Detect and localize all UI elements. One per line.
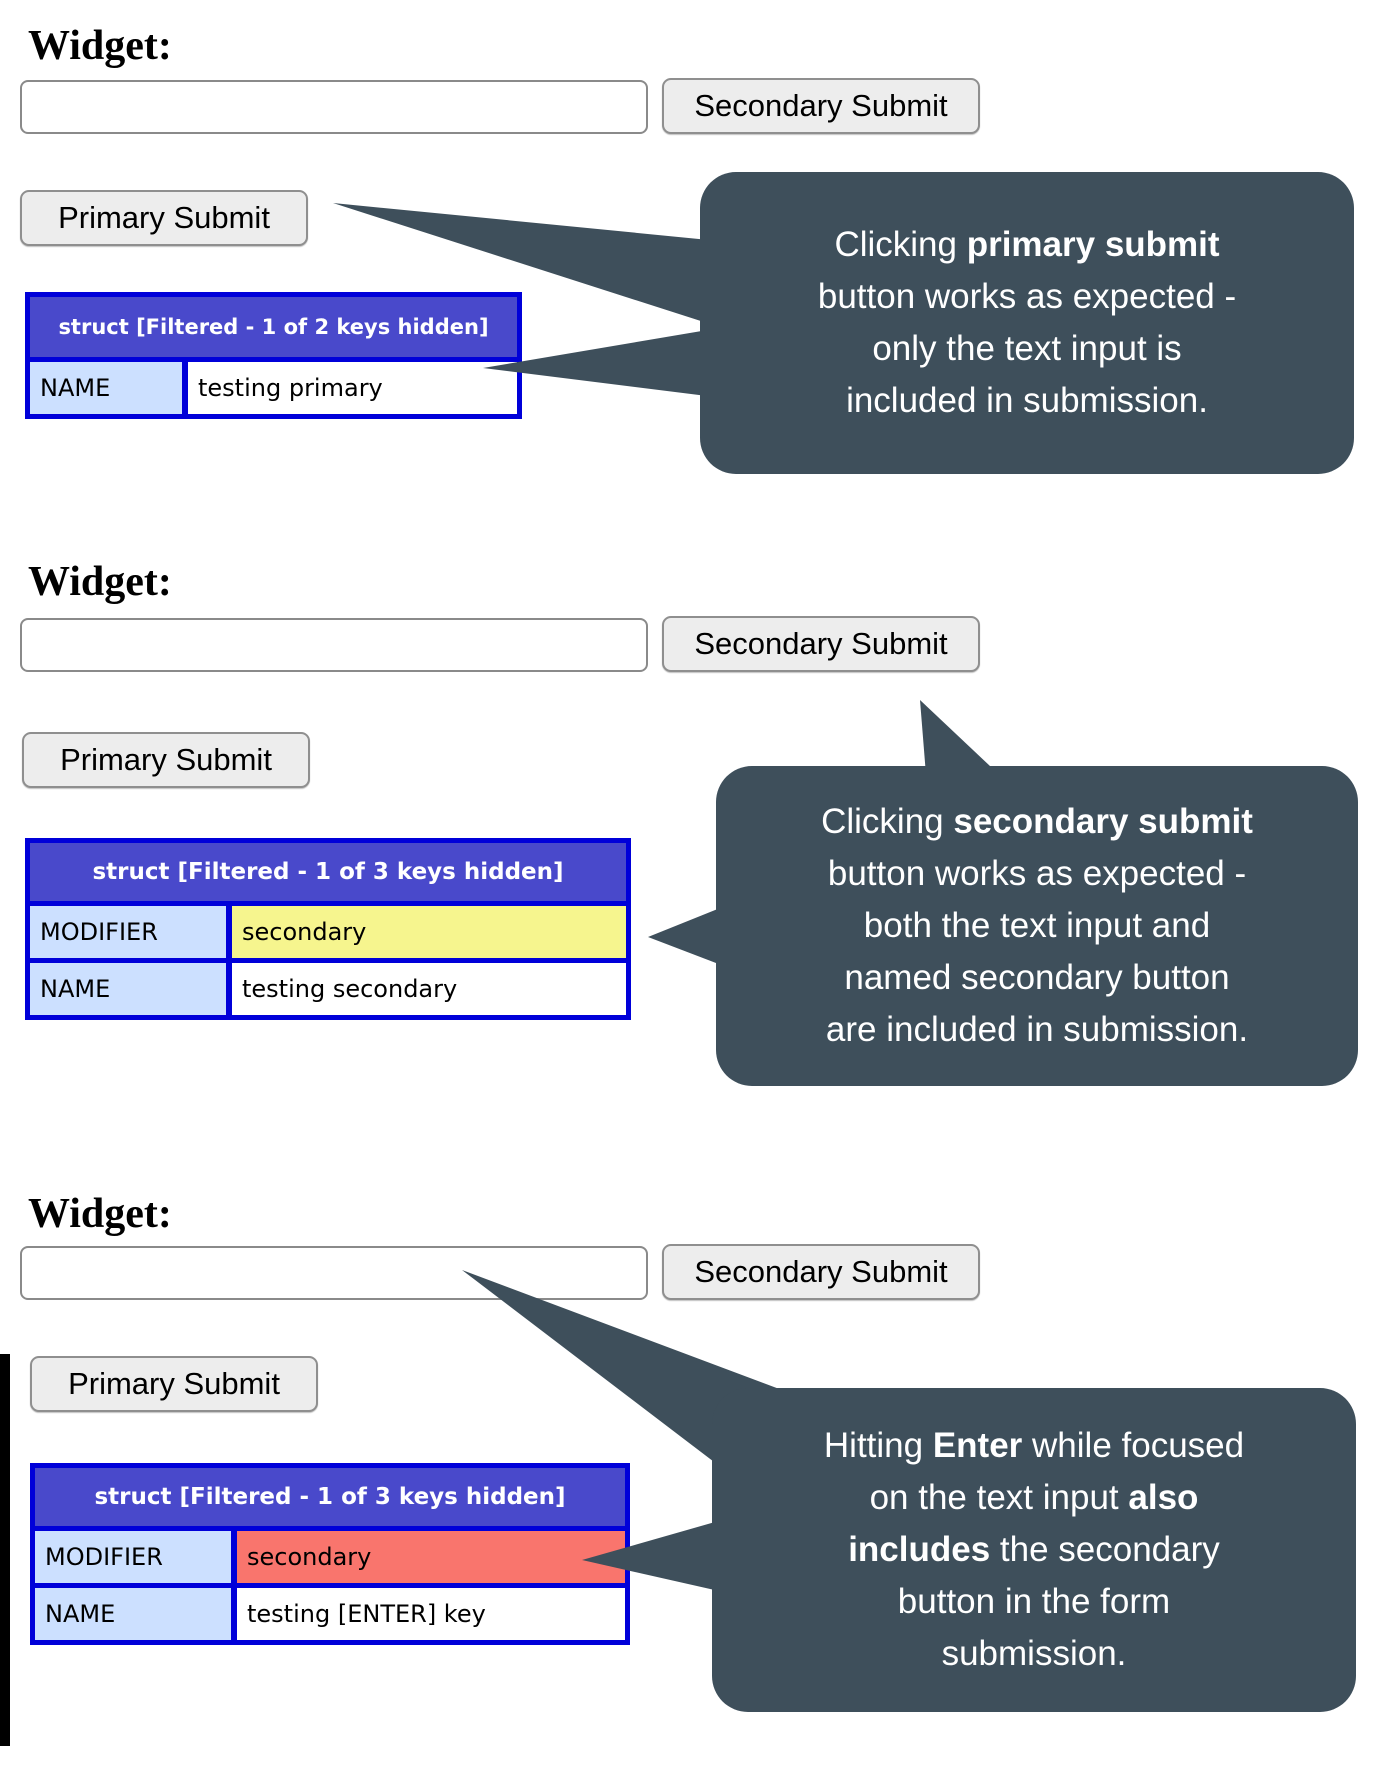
table-value-cell: secondary	[232, 906, 626, 958]
secondary-submit-button[interactable]: Secondary Submit	[662, 78, 980, 134]
table-row: NAME testing [ENTER] key	[35, 1588, 625, 1640]
secondary-submit-button[interactable]: Secondary Submit	[662, 1244, 980, 1300]
struct-table-header: struct [Filtered - 1 of 3 keys hidden]	[30, 843, 626, 901]
secondary-submit-button[interactable]: Secondary Submit	[662, 616, 980, 672]
widget-heading: Widget:	[28, 23, 172, 69]
widget-text-input[interactable]	[20, 618, 648, 672]
table-row: MODIFIER secondary	[35, 1531, 625, 1583]
primary-submit-button[interactable]: Primary Submit	[20, 190, 308, 246]
table-row: NAME testing secondary	[30, 963, 626, 1015]
table-key-cell: NAME	[30, 963, 226, 1015]
table-value-cell: testing secondary	[232, 963, 626, 1015]
table-key-cell: MODIFIER	[30, 906, 226, 958]
table-value-cell: testing primary	[188, 362, 517, 414]
struct-table-header: struct [Filtered - 1 of 3 keys hidden]	[35, 1468, 625, 1526]
struct-dump-table: struct [Filtered - 1 of 3 keys hidden] M…	[25, 838, 631, 1020]
left-edge-black-bar	[0, 1354, 10, 1746]
widget-text-input[interactable]	[20, 80, 648, 134]
widget-text-input[interactable]	[20, 1246, 648, 1300]
struct-dump-table: struct [Filtered - 1 of 2 keys hidden] N…	[25, 292, 522, 419]
struct-dump-table: struct [Filtered - 1 of 3 keys hidden] M…	[30, 1463, 630, 1645]
table-row: NAME testing primary	[30, 362, 517, 414]
table-key-cell: NAME	[30, 362, 182, 414]
table-key-cell: NAME	[35, 1588, 231, 1640]
struct-table-header: struct [Filtered - 1 of 2 keys hidden]	[30, 297, 517, 357]
widget-heading: Widget:	[28, 1191, 172, 1237]
primary-submit-button[interactable]: Primary Submit	[30, 1356, 318, 1412]
table-value-cell: testing [ENTER] key	[237, 1588, 625, 1640]
table-key-cell: MODIFIER	[35, 1531, 231, 1583]
primary-submit-button[interactable]: Primary Submit	[22, 732, 310, 788]
widget-heading: Widget:	[28, 559, 172, 605]
table-row: MODIFIER secondary	[30, 906, 626, 958]
table-value-cell: secondary	[237, 1531, 625, 1583]
